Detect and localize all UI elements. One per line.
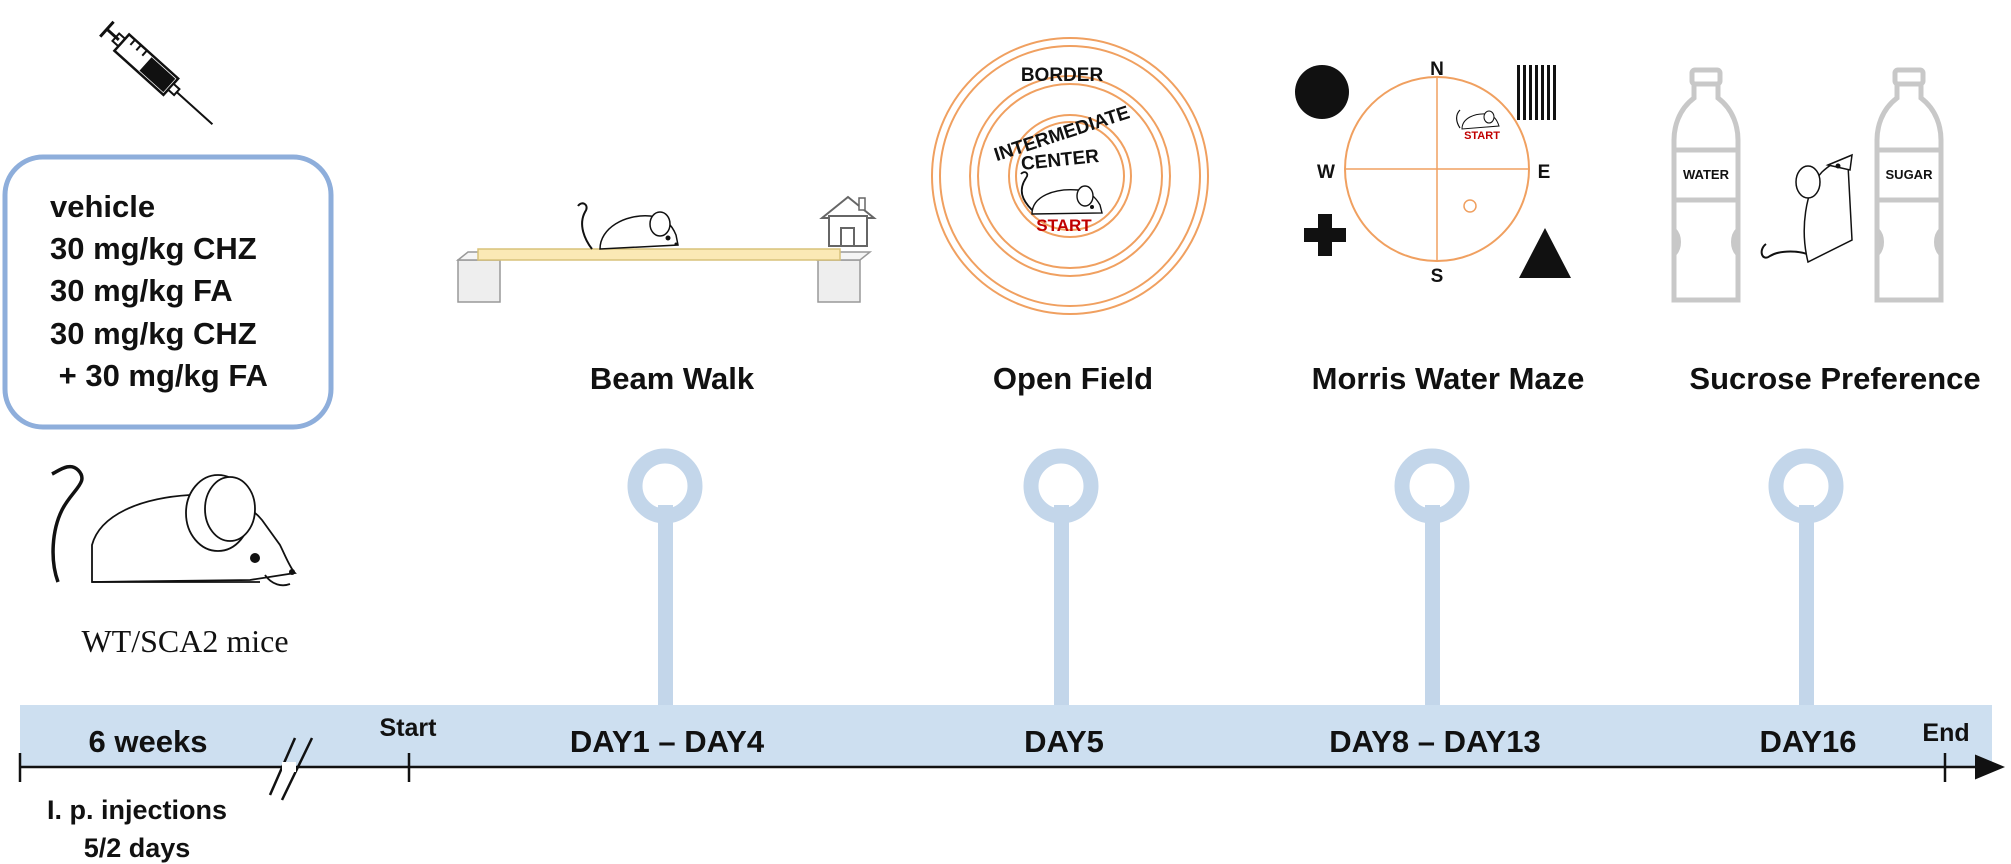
timeline-pin-beam-walk: [627, 448, 703, 707]
compass-south: S: [1431, 266, 1444, 287]
timeline-pin-sucrose: [1768, 448, 1844, 707]
sucrose-mouse-icon: [1760, 153, 1853, 264]
open-field-mouse-icon: [1020, 171, 1103, 215]
injections-label-line2: 5/2 days: [84, 833, 191, 863]
beam-walk-illustration: [455, 195, 877, 303]
syringe-icon: [99, 20, 214, 125]
day-label-open-field: DAY5: [1024, 724, 1104, 759]
treatment-group-4: 30 mg/kg CHZ: [50, 316, 257, 351]
sugar-bottle-label: SUGAR: [1886, 167, 1934, 182]
water-maze-illustration: [1295, 65, 1571, 278]
triangle-cue-icon: [1519, 228, 1571, 278]
water-bottle-label: WATER: [1683, 167, 1730, 182]
treatment-group-1: vehicle: [50, 189, 155, 224]
treatment-groups-box: [2, 154, 334, 430]
day-label-water-maze: DAY8 – DAY13: [1329, 724, 1540, 759]
axis-break-2: [280, 737, 314, 801]
maze-mouse-icon: [1456, 109, 1500, 130]
water-bottle-icon: [1671, 67, 1741, 303]
timeline-pin-water-maze: [1394, 448, 1470, 707]
treatment-group-5: + 30 mg/kg FA: [50, 358, 268, 393]
mouse-icon: [51, 464, 297, 587]
test-title-sucrose-preference: Sucrose Preference: [1689, 361, 1980, 396]
zone-border-label: BORDER: [1021, 65, 1104, 86]
compass-west: W: [1317, 162, 1335, 183]
treatment-group-2: 30 mg/kg CHZ: [50, 231, 257, 266]
plus-cue-icon: [1304, 214, 1346, 256]
open-field-start-label: START: [1036, 216, 1092, 235]
day-label-beam-walk: DAY1 – DAY4: [570, 724, 765, 759]
open-field-illustration: [931, 37, 1209, 315]
maze-start-label: START: [1464, 130, 1500, 142]
treatment-group-3: 30 mg/kg FA: [50, 273, 233, 308]
compass-north: N: [1430, 59, 1444, 80]
test-title-beam-walk: Beam Walk: [590, 361, 755, 396]
axis-break-gap: [282, 762, 296, 772]
timeline-band: [20, 705, 1992, 767]
day-label-sucrose: DAY16: [1759, 724, 1856, 759]
end-label: End: [1922, 719, 1969, 747]
test-title-morris-water-maze: Morris Water Maze: [1312, 361, 1585, 396]
injections-label-line1: I. p. injections: [47, 795, 227, 825]
pre-period-label: 6 weeks: [89, 724, 208, 759]
timeline-pin-open-field: [1023, 448, 1099, 707]
start-label: Start: [380, 714, 438, 742]
compass-east: E: [1538, 162, 1551, 183]
sugar-bottle-icon: [1874, 67, 1944, 303]
stripes-cue-icon: [1517, 65, 1556, 120]
test-title-open-field: Open Field: [993, 361, 1153, 396]
mice-label: WT/SCA2 mice: [81, 623, 288, 659]
